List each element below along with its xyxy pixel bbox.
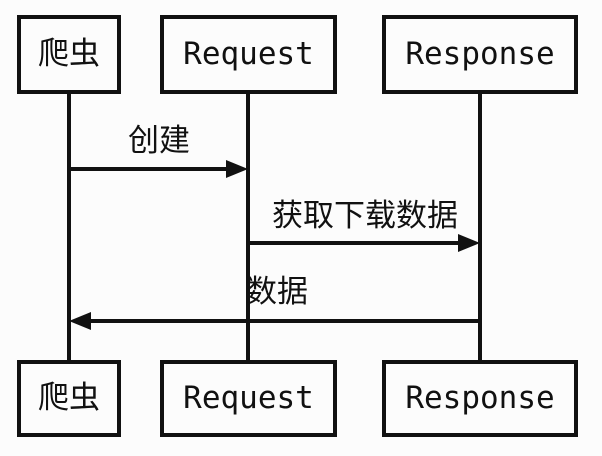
actor-box-response-bottom: Response bbox=[382, 360, 578, 437]
actor-label-response-bottom: Response bbox=[405, 380, 555, 416]
actor-label-crawler-bottom: 爬虫 bbox=[38, 380, 100, 416]
actor-label-crawler-top: 爬虫 bbox=[38, 36, 100, 72]
lifeline-response bbox=[478, 94, 482, 360]
actor-box-crawler-bottom: 爬虫 bbox=[17, 360, 121, 437]
actor-box-crawler-top: 爬虫 bbox=[17, 15, 121, 94]
actor-box-request-bottom: Request bbox=[160, 360, 337, 437]
actor-box-response-top: Response bbox=[382, 15, 578, 94]
message-line-download bbox=[248, 241, 462, 245]
arrowhead-right-icon bbox=[226, 160, 248, 178]
message-label-create: 创建 bbox=[128, 123, 190, 159]
message-line-data bbox=[88, 319, 480, 323]
lifeline-request bbox=[246, 94, 250, 360]
arrowhead-right-icon bbox=[458, 234, 480, 252]
message-line-create bbox=[69, 167, 230, 171]
arrowhead-left-icon bbox=[69, 312, 91, 330]
message-label-download: 获取下载数据 bbox=[272, 198, 458, 234]
actor-label-response-top: Response bbox=[405, 36, 555, 72]
actor-box-request-top: Request bbox=[160, 15, 337, 94]
lifeline-crawler bbox=[67, 94, 71, 360]
actor-label-request-top: Request bbox=[183, 36, 314, 72]
actor-label-request-bottom: Request bbox=[183, 380, 314, 416]
message-label-data: 数据 bbox=[246, 274, 308, 310]
